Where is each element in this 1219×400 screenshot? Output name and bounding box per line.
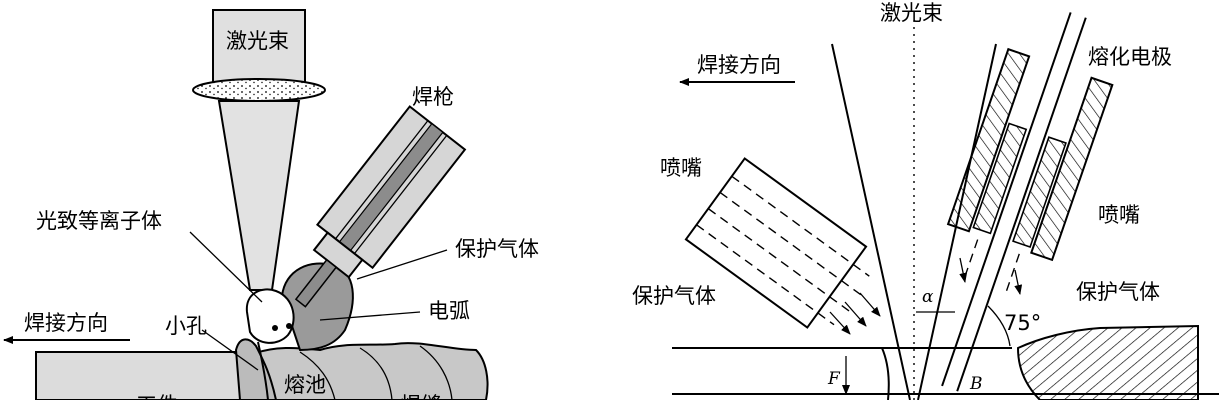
gas-flow-arrow-right (1014, 269, 1023, 295)
keyhole-leader (201, 329, 259, 371)
angle-75-label: 75° (1004, 311, 1041, 335)
gas-leader (356, 249, 448, 280)
gas-flow-arrow (844, 301, 867, 327)
weld-seam-ripple (299, 351, 336, 400)
bevel-plate (1016, 324, 1199, 400)
weld-pool-label: 熔池 (284, 373, 326, 397)
laser-cone (217, 100, 301, 291)
weld-seam-ripple (359, 347, 393, 400)
angle-alpha-label: α (922, 287, 934, 307)
shielding-gas-label: 保护气体 (455, 237, 539, 261)
nozzle-label-left: 喷嘴 (660, 156, 702, 180)
arc-region (280, 262, 354, 352)
left-nozzle (684, 157, 870, 329)
laser-beam-label: 激光束 (226, 29, 289, 53)
arc-leader (319, 311, 421, 321)
workpiece-label: 工件 (136, 393, 178, 400)
nozzle-label-right: 喷嘴 (1098, 203, 1140, 227)
electrode-assembly (941, 12, 1114, 392)
welding-direction-label-right: 焊接方向 (697, 53, 781, 77)
angle-75-arc (987, 305, 1011, 347)
plasma-blob (245, 288, 295, 344)
laser-plasma-label: 光致等离子体 (36, 209, 162, 233)
keyhole (257, 341, 269, 400)
laser-beam-edge (831, 43, 911, 400)
laser-beam-label-right: 激光束 (880, 1, 943, 25)
shielding-gas-label-left: 保护气体 (632, 284, 716, 308)
welding-torch-label: 焊枪 (412, 85, 454, 109)
right-panel: 激光束 焊接方向 喷嘴 保护气体 (632, 1, 1219, 400)
plasma-leader (189, 231, 263, 303)
workpiece-block (35, 351, 251, 400)
symbol-F-label: F (827, 369, 841, 389)
weld-seam-ripple (419, 345, 453, 400)
plasma-dot (272, 325, 278, 331)
laser-beam-column (212, 9, 306, 83)
symbol-B-label: B (969, 374, 983, 394)
left-panel: 激光束 焊枪 光致等离子体 保护气体 电弧 小孔 (3, 9, 539, 400)
plasma-dot (286, 323, 292, 329)
focusing-lens (192, 78, 326, 102)
welding-torch (294, 105, 467, 308)
welding-direction-label: 焊接方向 (24, 311, 108, 335)
consumable-electrode-label: 熔化电极 (1088, 45, 1172, 69)
shielding-gas-label-right: 保护气体 (1076, 280, 1160, 304)
arc-label: 电弧 (428, 299, 470, 323)
weld-seam-label: 焊缝 (400, 393, 442, 400)
gas-flow-arrow (829, 311, 851, 335)
gas-flow-arrow-right (959, 257, 968, 283)
joint-curve (881, 347, 890, 400)
keyhole-label: 小孔 (165, 314, 207, 338)
gas-flow-arrow (859, 292, 881, 317)
